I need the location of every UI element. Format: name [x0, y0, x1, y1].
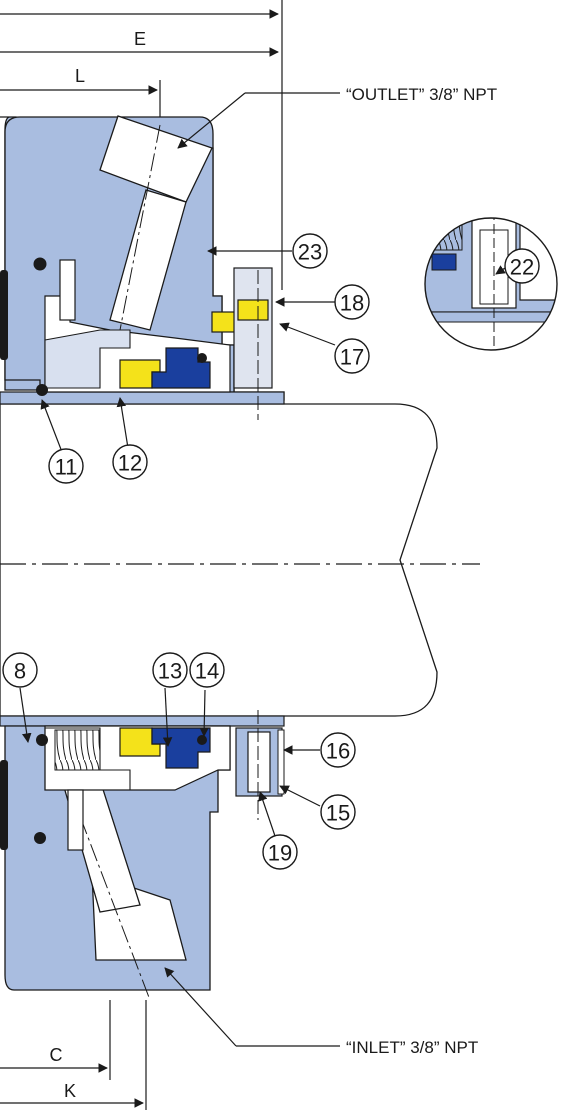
o-ring-upper-11	[36, 384, 48, 396]
balloon-14: 14	[189, 652, 225, 688]
o-ring-lower-b	[34, 832, 46, 844]
balloon-19: 19	[262, 834, 298, 870]
dimension-e-label: E	[134, 29, 146, 49]
o-ring-lower-a	[36, 734, 48, 746]
leader-19	[258, 791, 276, 837]
outlet-axis	[119, 124, 161, 331]
ring-16	[277, 729, 285, 795]
svg-text:13: 13	[158, 659, 182, 684]
balloon-15: 15	[320, 794, 356, 830]
svg-text:12: 12	[118, 451, 142, 476]
leader-8	[19, 687, 32, 743]
balloon-23: 23	[292, 233, 328, 269]
svg-text:22: 22	[510, 255, 534, 280]
setting-plate-17	[237, 299, 269, 321]
leader-15	[279, 785, 321, 807]
leader-12	[116, 397, 129, 449]
inlet-label: “INLET” 3/8” NPT	[346, 1038, 478, 1057]
leader-14	[199, 689, 209, 737]
seal-retainer-upper	[44, 329, 131, 389]
svg-text:15: 15	[326, 801, 350, 826]
leader-22	[495, 265, 506, 275]
outlet-leader	[177, 92, 246, 149]
leader-11	[40, 399, 63, 453]
shaft	[0, 403, 438, 717]
svg-text:8: 8	[14, 659, 26, 684]
balloon-16: 16	[320, 732, 356, 768]
leader-17	[279, 322, 336, 346]
seal-retainer-lower	[44, 727, 131, 791]
stationary-face-upper	[151, 347, 211, 389]
retainer-tab-upper	[59, 259, 76, 321]
inlet-leader	[164, 967, 237, 1047]
shaft-sleeve-lower	[0, 715, 285, 727]
gasket-lower	[0, 760, 8, 850]
outlet-passage	[109, 189, 187, 331]
balloon-8: 8	[2, 652, 38, 688]
retainer-tab-lower	[67, 789, 84, 851]
dimension-c-label: C	[50, 1045, 63, 1065]
spring-pack-lower	[54, 729, 101, 771]
svg-text:19: 19	[268, 841, 292, 866]
o-ring-upper-face	[197, 353, 207, 363]
svg-text:17: 17	[340, 345, 364, 370]
balloon-22: 22	[504, 248, 540, 284]
cap-screw-18-upper	[233, 267, 273, 389]
balloon-11: 11	[48, 448, 84, 484]
balloon-13: 13	[152, 652, 188, 688]
svg-text:23: 23	[298, 240, 322, 265]
balloon-18: 18	[334, 284, 370, 320]
dimension-k-label: K	[64, 1081, 76, 1101]
dimension-l-label: L	[75, 66, 85, 86]
o-ring-lower-14	[197, 735, 207, 745]
balloon-17: 17	[334, 338, 370, 374]
balloon-12: 12	[112, 444, 148, 480]
svg-text:18: 18	[340, 291, 364, 316]
outlet-label: “OUTLET” 3/8” NPT	[346, 85, 497, 104]
set-screw-19	[247, 731, 271, 793]
svg-text:14: 14	[195, 659, 219, 684]
svg-text:11: 11	[55, 455, 78, 480]
detail-view	[425, 218, 557, 350]
leader-13	[162, 687, 173, 747]
svg-text:16: 16	[326, 739, 350, 764]
o-ring-upper-a	[33, 257, 47, 271]
detail-circle	[424, 217, 558, 351]
gasket-upper	[0, 270, 8, 360]
